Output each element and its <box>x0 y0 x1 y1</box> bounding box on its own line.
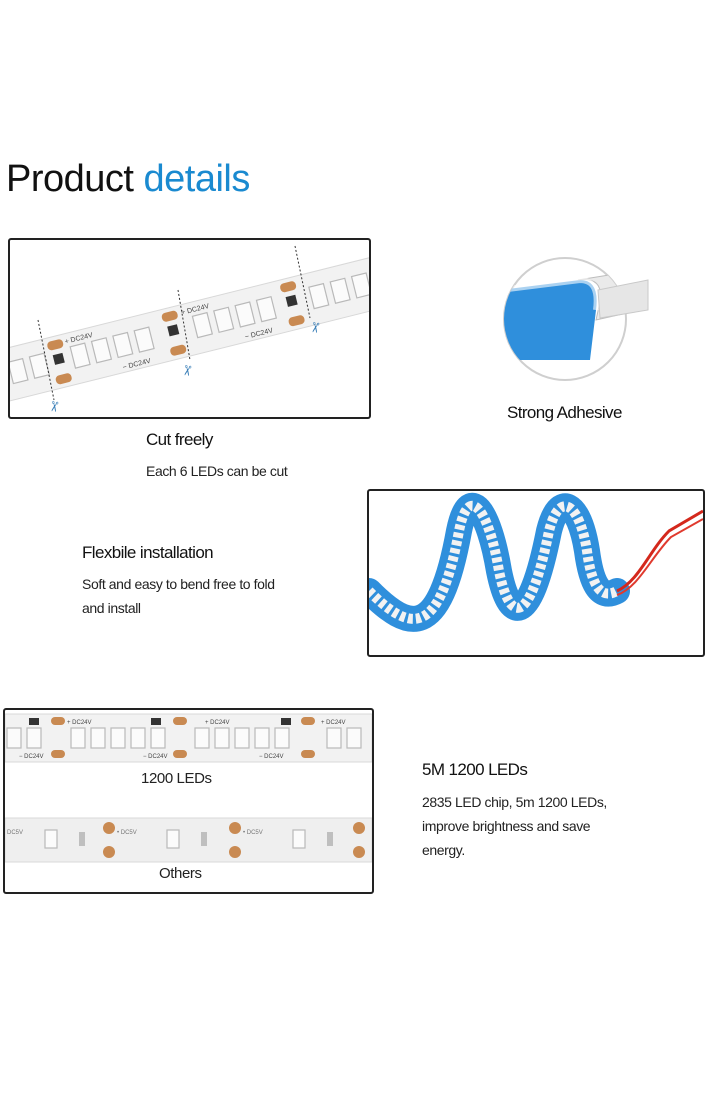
flex-desc-line1: Soft and easy to bend free to fold <box>82 576 275 592</box>
svg-text:− DC24V: − DC24V <box>19 754 44 760</box>
flexible-strip-image <box>367 489 705 657</box>
label-others: Others <box>159 865 202 882</box>
leds-desc-line1: 2835 LED chip, 5m 1200 LEDs, <box>422 794 607 810</box>
flex-desc-line2: and install <box>82 600 141 616</box>
svg-text:− DC24V: − DC24V <box>259 754 284 760</box>
svg-text:+ DC24V: + DC24V <box>67 720 92 726</box>
svg-text:DC5V: DC5V <box>7 830 23 836</box>
title-plain: Product <box>6 158 134 200</box>
adhesive-heading: Strong Adhesive <box>507 403 622 422</box>
leds-heading: 5M 1200 LEDs <box>422 760 528 779</box>
flex-heading: Flexbile installation <box>82 543 214 562</box>
leds-desc-line3: energy. <box>422 842 465 858</box>
label-1200-leds: 1200 LEDs <box>141 770 212 787</box>
svg-text:+ DC24V: + DC24V <box>205 720 230 726</box>
title-accent: details <box>143 158 251 200</box>
cut-heading: Cut freely <box>146 430 213 449</box>
cut-freely-image: + DC24V + DC24V − DC24V − DC24V <box>8 238 371 419</box>
leds-desc-line2: improve brightness and save <box>422 818 591 834</box>
svg-text:• DC5V: • DC5V <box>243 830 263 836</box>
svg-text:• DC5V: • DC5V <box>117 830 137 836</box>
cut-desc: Each 6 LEDs can be cut <box>146 463 288 479</box>
comparison-image: + DC24V + DC24V + DC24V − DC24V − DC24V … <box>3 708 374 894</box>
adhesive-image <box>500 250 650 390</box>
svg-text:+ DC24V: + DC24V <box>321 720 346 726</box>
page-title: Product details <box>6 158 250 201</box>
svg-text:− DC24V: − DC24V <box>143 754 168 760</box>
